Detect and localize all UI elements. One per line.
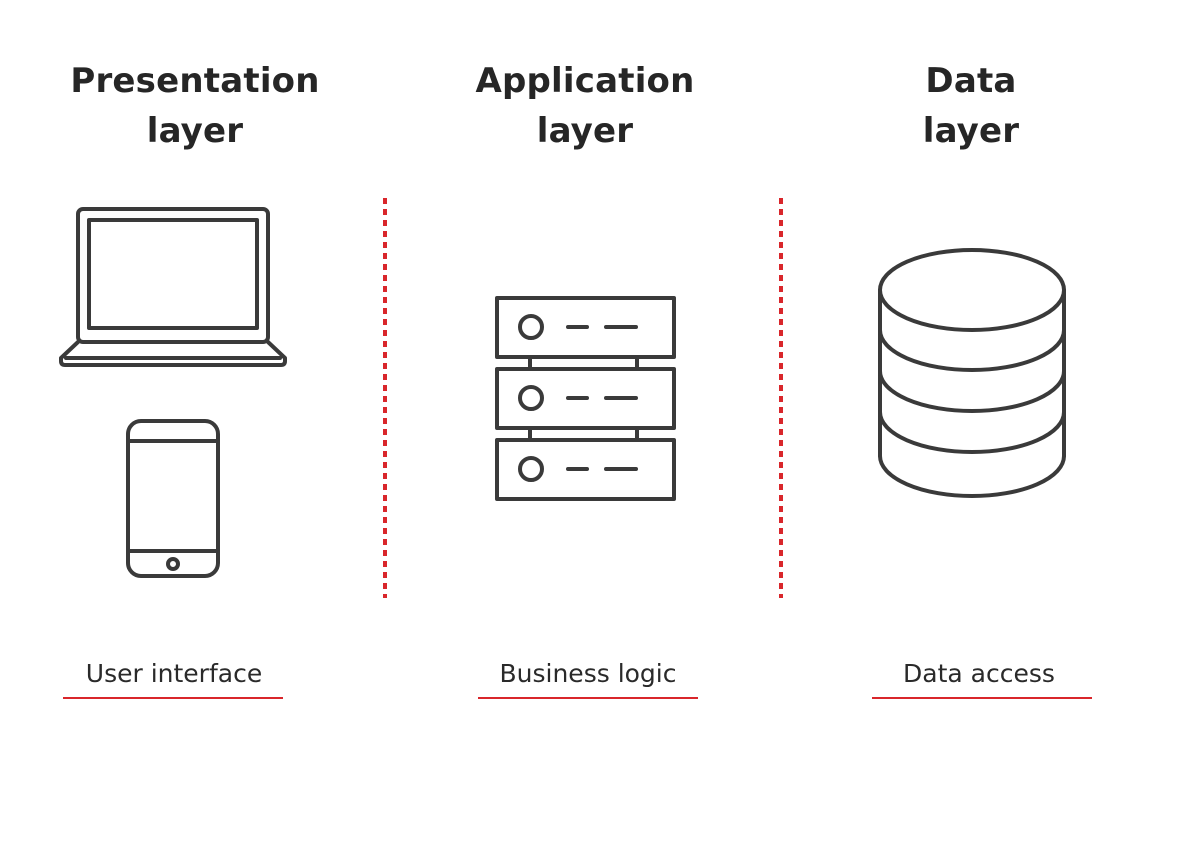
title-line-1: Application — [475, 61, 695, 101]
application-layer-title: Application layer — [444, 56, 726, 156]
user-interface-caption: User interface — [85, 659, 263, 688]
user-interface-underline — [63, 697, 283, 699]
divider-right — [779, 198, 783, 598]
title-line-2: layer — [536, 111, 634, 151]
laptop-icon — [59, 207, 287, 367]
data-access-underline — [872, 697, 1092, 699]
smartphone-icon — [126, 419, 220, 578]
data-layer-title: Data layer — [846, 56, 1096, 156]
title-line-2: layer — [146, 111, 244, 151]
business-logic-caption: Business logic — [499, 659, 677, 688]
presentation-layer-title: Presentation layer — [58, 56, 332, 156]
divider-left — [383, 198, 387, 598]
title-line-1: Presentation — [70, 61, 320, 101]
data-access-caption: Data access — [903, 659, 1055, 688]
title-line-1: Data — [925, 61, 1017, 101]
server-rack-icon — [495, 296, 676, 501]
database-icon — [878, 248, 1066, 498]
business-logic-underline — [478, 697, 698, 699]
title-line-2: layer — [922, 111, 1020, 151]
